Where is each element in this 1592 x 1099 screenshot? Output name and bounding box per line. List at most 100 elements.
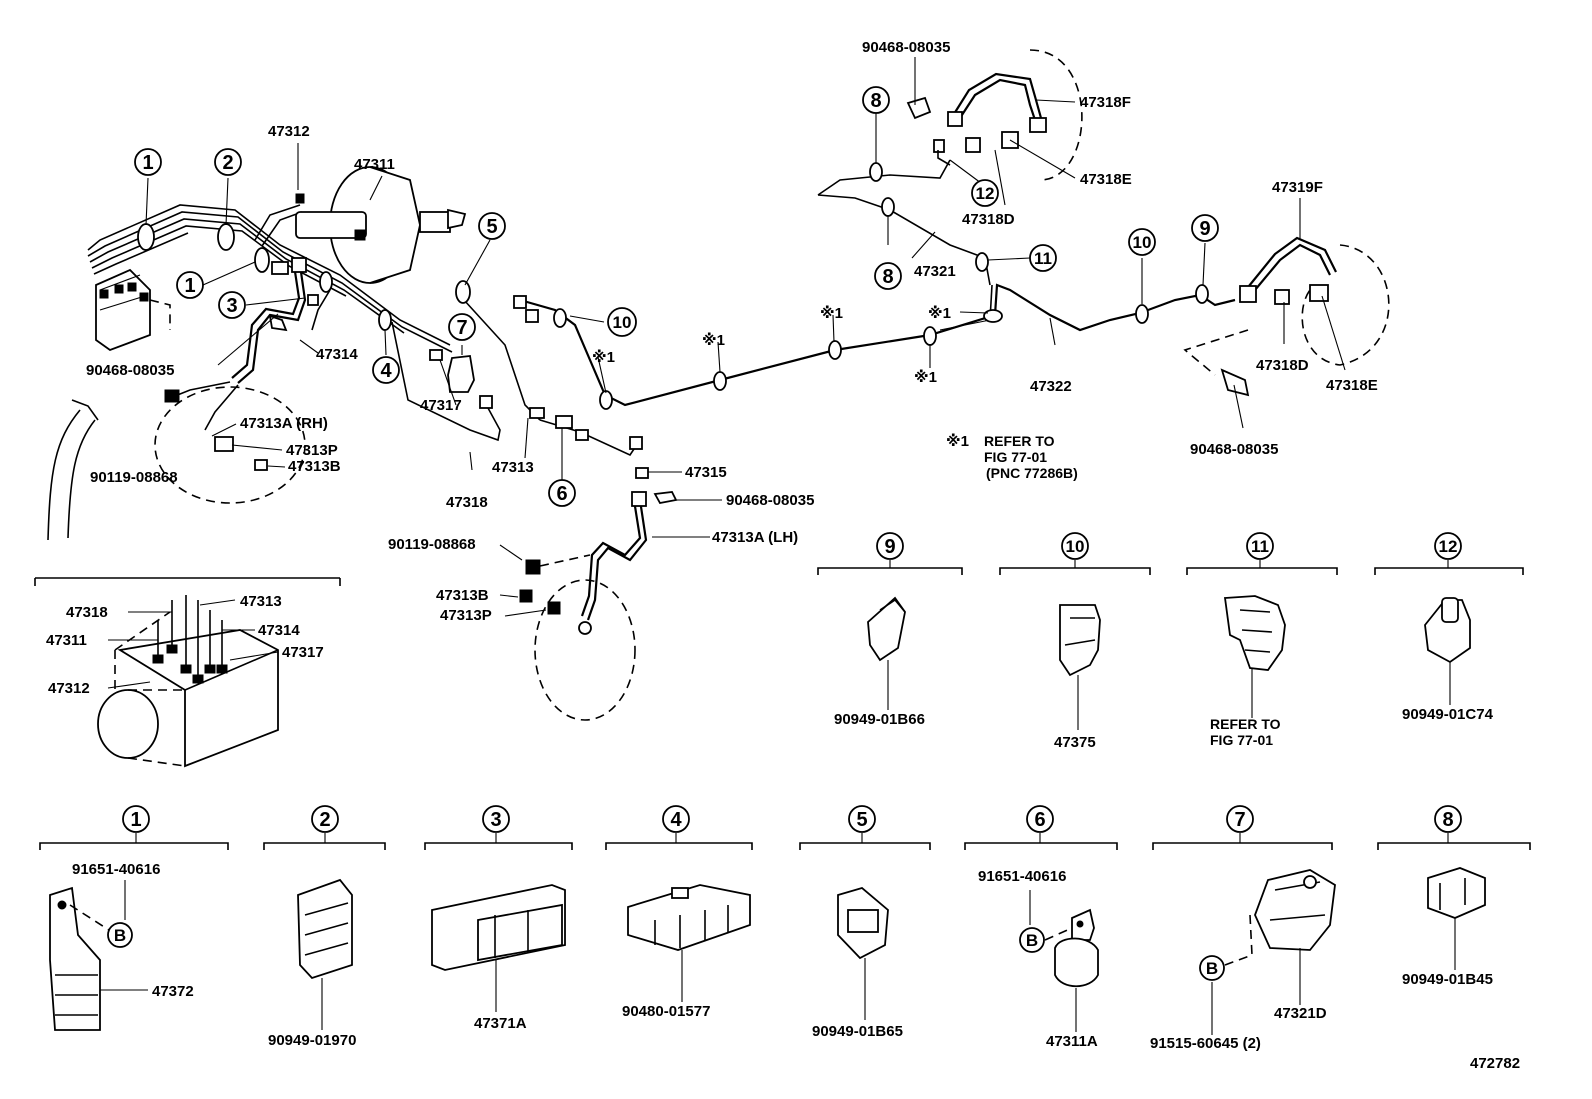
label-47318E-b: 47318E [1326, 377, 1378, 394]
callout-7b: 7 [1226, 805, 1254, 833]
callout-7: 7 [448, 313, 476, 341]
callout-6: 6 [548, 479, 576, 507]
svg-text:8: 8 [1442, 809, 1453, 831]
tube-routing [87, 159, 1236, 457]
svg-text:※1: ※1 [702, 331, 725, 349]
svg-text:7: 7 [1234, 809, 1245, 831]
label-47313A-lh: 47313A (LH) [712, 529, 798, 546]
detail-row-top [817, 560, 1524, 730]
svg-text:FIG 77-01: FIG 77-01 [984, 449, 1047, 465]
svg-text:※1: ※1 [592, 348, 615, 366]
svg-text:11: 11 [1251, 537, 1269, 556]
label-90949-01B66: 90949-01B66 [834, 711, 925, 728]
front-lh-hose [519, 491, 648, 721]
callout-1b: 1 [176, 271, 204, 299]
callout-2b: 2 [311, 805, 339, 833]
svg-text:※1: ※1 [946, 432, 969, 450]
svg-text:FIG 77-01: FIG 77-01 [1210, 732, 1273, 748]
bolt-circle-b6: B [1019, 927, 1045, 953]
svg-text:47313: 47313 [240, 593, 282, 610]
label-47313B-a: 47313B [288, 458, 341, 475]
detail-row-bottom [39, 833, 1531, 1035]
label-91651-40616-a: 91651-40616 [72, 861, 160, 878]
callout-11b: 11 [1246, 532, 1274, 560]
svg-text:5: 5 [486, 216, 497, 238]
label-47313A-rh: 47313A (RH) [240, 415, 328, 432]
svg-text:※1: ※1 [914, 368, 937, 386]
bolt-circle-b1: B [107, 922, 133, 948]
callout-4: 4 [372, 356, 400, 384]
label-47311: 47311 [354, 156, 395, 173]
label-47321: 47321 [914, 263, 956, 280]
svg-text:B: B [114, 926, 126, 945]
svg-text:3: 3 [226, 295, 237, 317]
svg-text:REFER TO: REFER TO [1210, 716, 1281, 732]
label-90949-01C74: 90949-01C74 [1402, 706, 1494, 723]
svg-text:6: 6 [1034, 809, 1045, 831]
svg-text:※1: ※1 [928, 304, 951, 322]
label-47319F: 47319F [1272, 179, 1323, 196]
label-47321D: 47321D [1274, 1005, 1327, 1022]
direction-arrow [47, 399, 99, 541]
svg-text:9: 9 [1199, 218, 1210, 240]
svg-text:2: 2 [319, 809, 330, 831]
label-47313P-a: 47313P [286, 442, 338, 459]
inset-labels: 47318 47313 47311 47314 47317 47312 [46, 593, 324, 697]
svg-text:10: 10 [1133, 233, 1152, 252]
svg-text:4: 4 [380, 360, 392, 382]
callout-10a: 10 [607, 307, 637, 337]
label-47375: 47375 [1054, 734, 1096, 751]
svg-text:6: 6 [556, 483, 567, 505]
label-47372: 47372 [152, 983, 194, 1000]
label-47315: 47315 [685, 464, 727, 481]
svg-text:(PNC 77286B): (PNC 77286B) [986, 465, 1078, 481]
svg-text:10: 10 [613, 313, 632, 332]
callout-8a: 8 [862, 86, 890, 114]
part-47317 [429, 349, 475, 393]
svg-text:4: 4 [670, 809, 682, 831]
bolt-circle-b7: B [1199, 955, 1225, 981]
label-47313: 47313 [492, 459, 534, 476]
tube-clamps [137, 162, 1209, 410]
label-47313P-b: 47313P [440, 607, 492, 624]
label-47318F: 47318F [1080, 94, 1131, 111]
label-90468-08035-a: 90468-08035 [86, 362, 174, 379]
callout-10b: 10 [1128, 228, 1156, 256]
svg-text:B: B [1206, 959, 1218, 978]
label-90468-08035-d: 90468-08035 [1190, 441, 1278, 458]
svg-text:47318: 47318 [66, 604, 108, 621]
callout-8b: 8 [874, 262, 902, 290]
svg-text:8: 8 [882, 266, 893, 288]
label-47318D-b: 47318D [1256, 357, 1309, 374]
label-90468-08035-b: 90468-08035 [726, 492, 814, 509]
brake-booster [295, 166, 467, 284]
label-91651-40616-b: 91651-40616 [978, 868, 1066, 885]
refer-note: ※1 REFER TO FIG 77-01 (PNC 77286B) [946, 432, 1078, 481]
label-47311A: 47311A [1046, 1033, 1098, 1050]
svg-text:47312: 47312 [48, 680, 90, 697]
svg-text:12: 12 [1439, 537, 1458, 556]
label-90119-08868-b: 90119-08868 [388, 536, 476, 553]
svg-text:B: B [1026, 931, 1038, 950]
label-47314: 47314 [316, 346, 358, 363]
label-47318D-a: 47318D [962, 211, 1015, 228]
abs-actuator [95, 268, 171, 352]
svg-text:2: 2 [222, 152, 233, 174]
rear-rh-hose [906, 49, 1083, 181]
label-47317: 47317 [420, 397, 462, 414]
svg-text:3: 3 [490, 809, 501, 831]
label-47313B-b: 47313B [436, 587, 489, 604]
callout-circles: 1 2 1 3 4 5 7 6 10 8 12 8 11 10 9 9 10 1… [107, 86, 1462, 981]
callout-12: 12 [971, 179, 999, 207]
callout-3: 3 [218, 291, 246, 319]
detail-labels-top: 90949-01B66 47375 REFER TO FIG 77-01 909… [834, 706, 1494, 751]
label-47322: 47322 [1030, 378, 1072, 395]
svg-text:47317: 47317 [282, 644, 324, 661]
leader-lines [145, 57, 1346, 617]
label-47318E-a: 47318E [1080, 171, 1132, 188]
actuator-inset [34, 577, 341, 768]
label-47312: 47312 [268, 123, 310, 140]
callout-4b: 4 [662, 805, 690, 833]
callout-10c: 10 [1061, 532, 1089, 560]
